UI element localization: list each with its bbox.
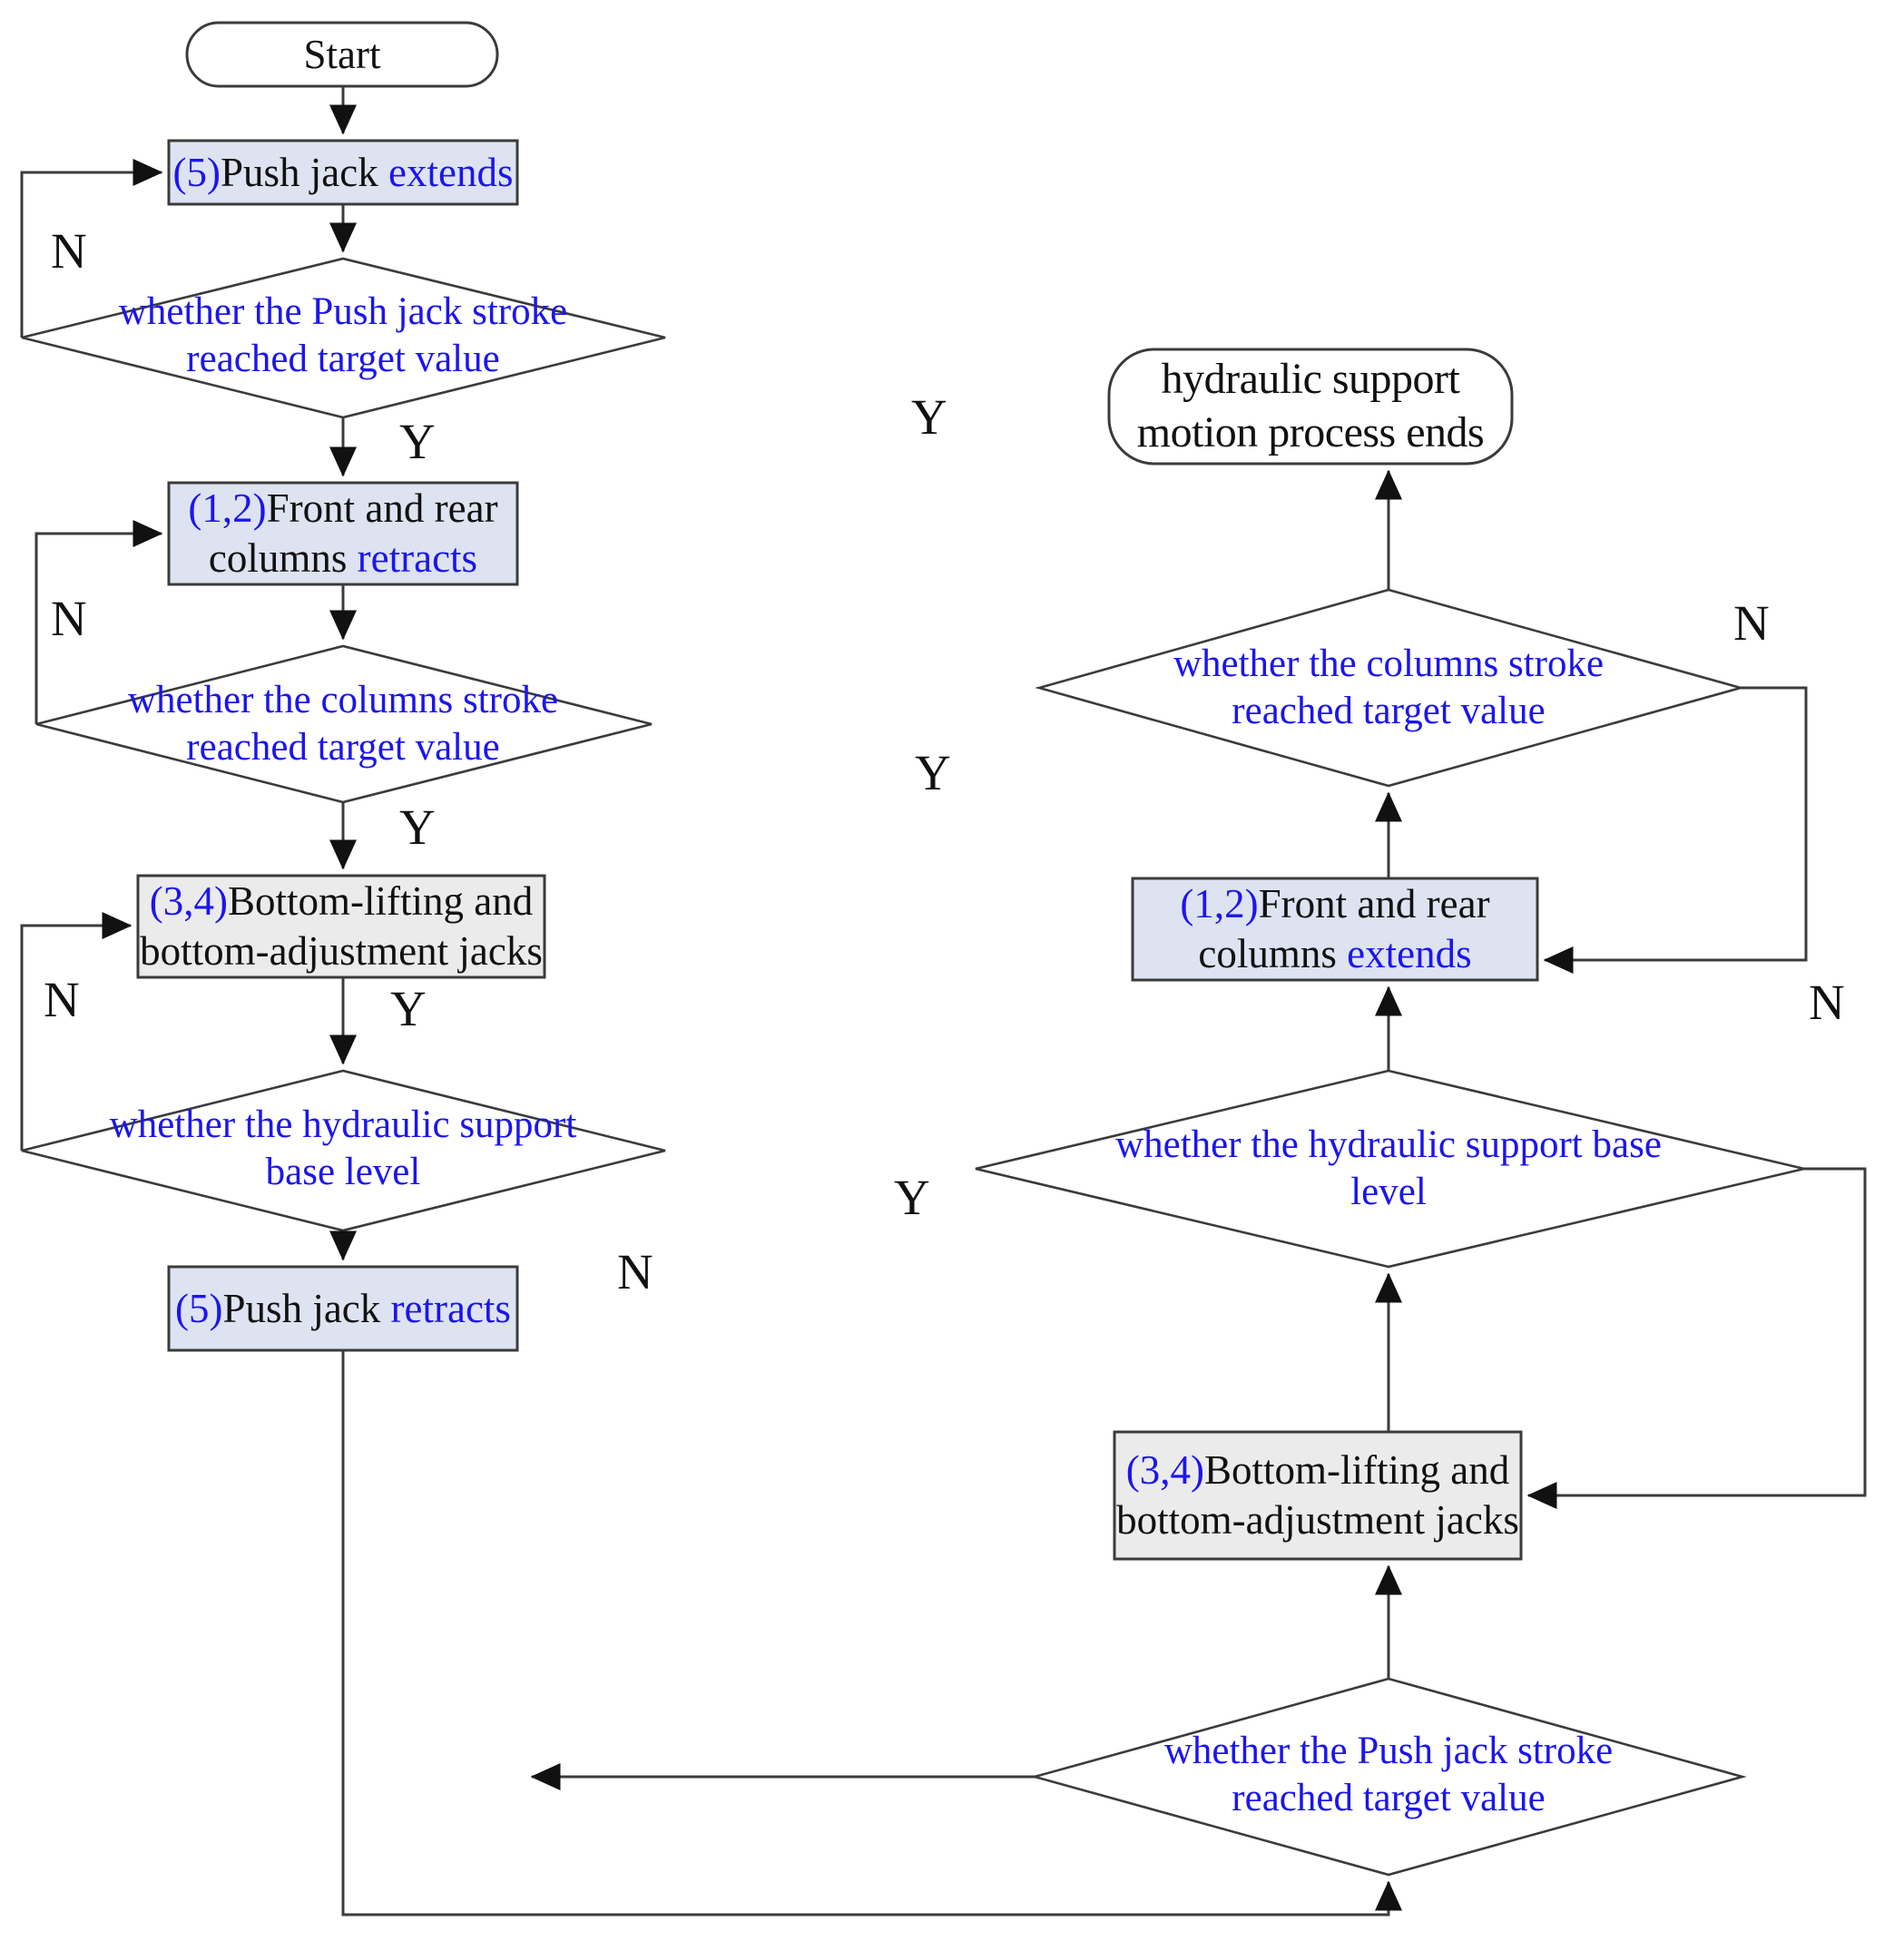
node-bottom-jacks-right-shape[interactable] — [1113, 1430, 1523, 1561]
node-dec-push-stroke-1-shape[interactable] — [21, 257, 666, 419]
node-end-shape[interactable] — [1107, 348, 1514, 466]
node-dec-push-stroke-2-shape[interactable] — [1030, 1677, 1747, 1877]
edge-dec-columns-stroke-2-n-loop — [1543, 686, 1808, 974]
node-dec-columns-stroke-2-shape[interactable] — [1035, 588, 1745, 788]
node-bottom-jacks-left-shape[interactable] — [136, 874, 546, 979]
node-push-retracts-shape[interactable] — [167, 1265, 519, 1352]
edge-dec1-n-loop — [20, 159, 163, 338]
node-dec-columns-stroke-1-shape[interactable] — [35, 644, 653, 804]
edge-push-retracts-to-dec-push-stroke-2 — [341, 1350, 1402, 1916]
edge-dec3-n-loop — [20, 912, 132, 1151]
node-dec-base-level-2-shape[interactable] — [975, 1069, 1805, 1269]
node-cols-retracts-shape[interactable] — [167, 481, 519, 586]
edge-dec-base-level-2-n-loop — [1526, 1167, 1867, 1509]
node-cols-extends-shape[interactable] — [1131, 877, 1539, 982]
edge-dec2-n-loop — [34, 520, 163, 724]
node-dec-base-level-1-shape[interactable] — [21, 1069, 666, 1232]
node-start-shape[interactable] — [185, 21, 499, 88]
node-push-extends-shape[interactable] — [167, 139, 519, 206]
